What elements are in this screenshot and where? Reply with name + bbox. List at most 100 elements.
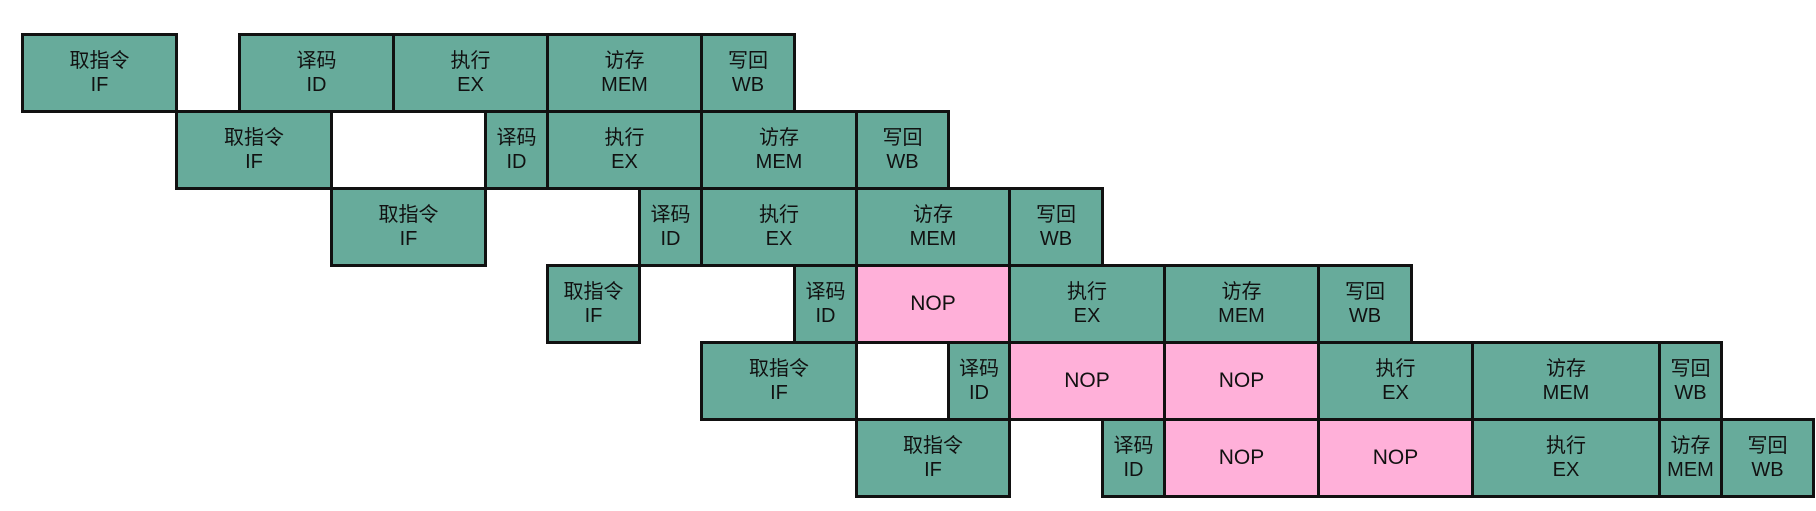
cell-stage-code: ID bbox=[506, 151, 527, 173]
cell-label: 写回 bbox=[1747, 435, 1788, 457]
cell-stage-code: WB bbox=[731, 74, 765, 96]
nop-bubble-cell: NOP bbox=[1163, 418, 1320, 498]
cell-stage-code: EX bbox=[457, 74, 484, 96]
cell-stage-code: IF bbox=[90, 74, 109, 96]
cell-stage-code: ID bbox=[815, 305, 836, 327]
nop-bubble-cell: NOP bbox=[1163, 341, 1320, 421]
cell-label: 执行 bbox=[604, 127, 645, 149]
cell-label: 访存 bbox=[1221, 281, 1262, 303]
cell-label: 译码 bbox=[496, 127, 537, 149]
cell-stage-code: WB bbox=[886, 151, 919, 173]
cell-label: 译码 bbox=[805, 281, 846, 303]
cell-label: 译码 bbox=[1113, 435, 1154, 457]
nop-bubble-cell: NOP bbox=[1008, 341, 1166, 421]
cell-label: 取指令 bbox=[903, 435, 963, 457]
cell-stage-code: EX bbox=[611, 151, 638, 173]
cell-stage-code: MEM bbox=[1542, 382, 1590, 404]
cell-label: NOP bbox=[1218, 369, 1265, 392]
cell-label: 访存 bbox=[1670, 435, 1711, 457]
cell-label: 取指令 bbox=[749, 358, 809, 380]
cell-stage-code: IF bbox=[399, 228, 418, 250]
cell-stage-code: WB bbox=[1751, 459, 1784, 481]
cell-stage-code: WB bbox=[1348, 305, 1382, 327]
cell-stage-code: ID bbox=[660, 228, 681, 250]
cell-stage-code: IF bbox=[245, 151, 263, 173]
cell-stage-code: MEM bbox=[601, 74, 648, 96]
cell-stage-code: IF bbox=[770, 382, 788, 404]
cell-stage-code: MEM bbox=[755, 151, 803, 173]
nop-bubble-cell: NOP bbox=[855, 264, 1011, 344]
cell-label: 译码 bbox=[650, 204, 691, 226]
cell-label: 取指令 bbox=[224, 127, 284, 149]
cell-stage-code: MEM bbox=[909, 228, 957, 250]
cell-stage-code: IF bbox=[924, 459, 942, 481]
cell-label: NOP bbox=[1218, 446, 1265, 469]
cell-stage-code: ID bbox=[969, 382, 989, 404]
cell-label: 执行 bbox=[1375, 358, 1416, 380]
cell-label: 译码 bbox=[296, 50, 337, 72]
cell-label: 取指令 bbox=[563, 281, 624, 303]
cell-stage-code: ID bbox=[1123, 459, 1144, 481]
cell-label: 执行 bbox=[1546, 435, 1586, 457]
cell-label: 访存 bbox=[759, 127, 799, 149]
cell-label: 访存 bbox=[913, 204, 953, 226]
nop-bubble-cell: NOP bbox=[1317, 418, 1474, 498]
cell-stage-code: MEM bbox=[1667, 459, 1714, 481]
cell-label: 写回 bbox=[728, 50, 768, 72]
cell-stage-code: EX bbox=[1382, 382, 1409, 404]
cell-label: NOP bbox=[1064, 369, 1110, 392]
cell-label: 译码 bbox=[959, 358, 999, 380]
cell-label: 写回 bbox=[1036, 204, 1076, 226]
cell-label: 访存 bbox=[1546, 358, 1586, 380]
cell-stage-code: ID bbox=[306, 74, 327, 96]
cell-label: 执行 bbox=[450, 50, 491, 72]
cell-label: 执行 bbox=[1067, 281, 1107, 303]
cell-label: 写回 bbox=[882, 127, 923, 149]
cell-label: 写回 bbox=[1670, 358, 1711, 380]
cell-label: 取指令 bbox=[378, 204, 439, 226]
cell-label: 执行 bbox=[759, 204, 799, 226]
cell-label: 取指令 bbox=[69, 50, 130, 72]
cell-stage-code: WB bbox=[1674, 382, 1707, 404]
cell-stage-code: EX bbox=[765, 228, 793, 250]
cell-stage-code: EX bbox=[1552, 459, 1580, 481]
cell-stage-code: WB bbox=[1039, 228, 1073, 250]
cell-label: 访存 bbox=[604, 50, 645, 72]
cell-label: NOP bbox=[910, 292, 956, 315]
cell-stage-code: IF bbox=[584, 305, 603, 327]
cell-label: 写回 bbox=[1345, 281, 1385, 303]
cell-stage-code: EX bbox=[1073, 305, 1101, 327]
cell-stage-code: MEM bbox=[1218, 305, 1265, 327]
cell-label: NOP bbox=[1372, 446, 1419, 469]
